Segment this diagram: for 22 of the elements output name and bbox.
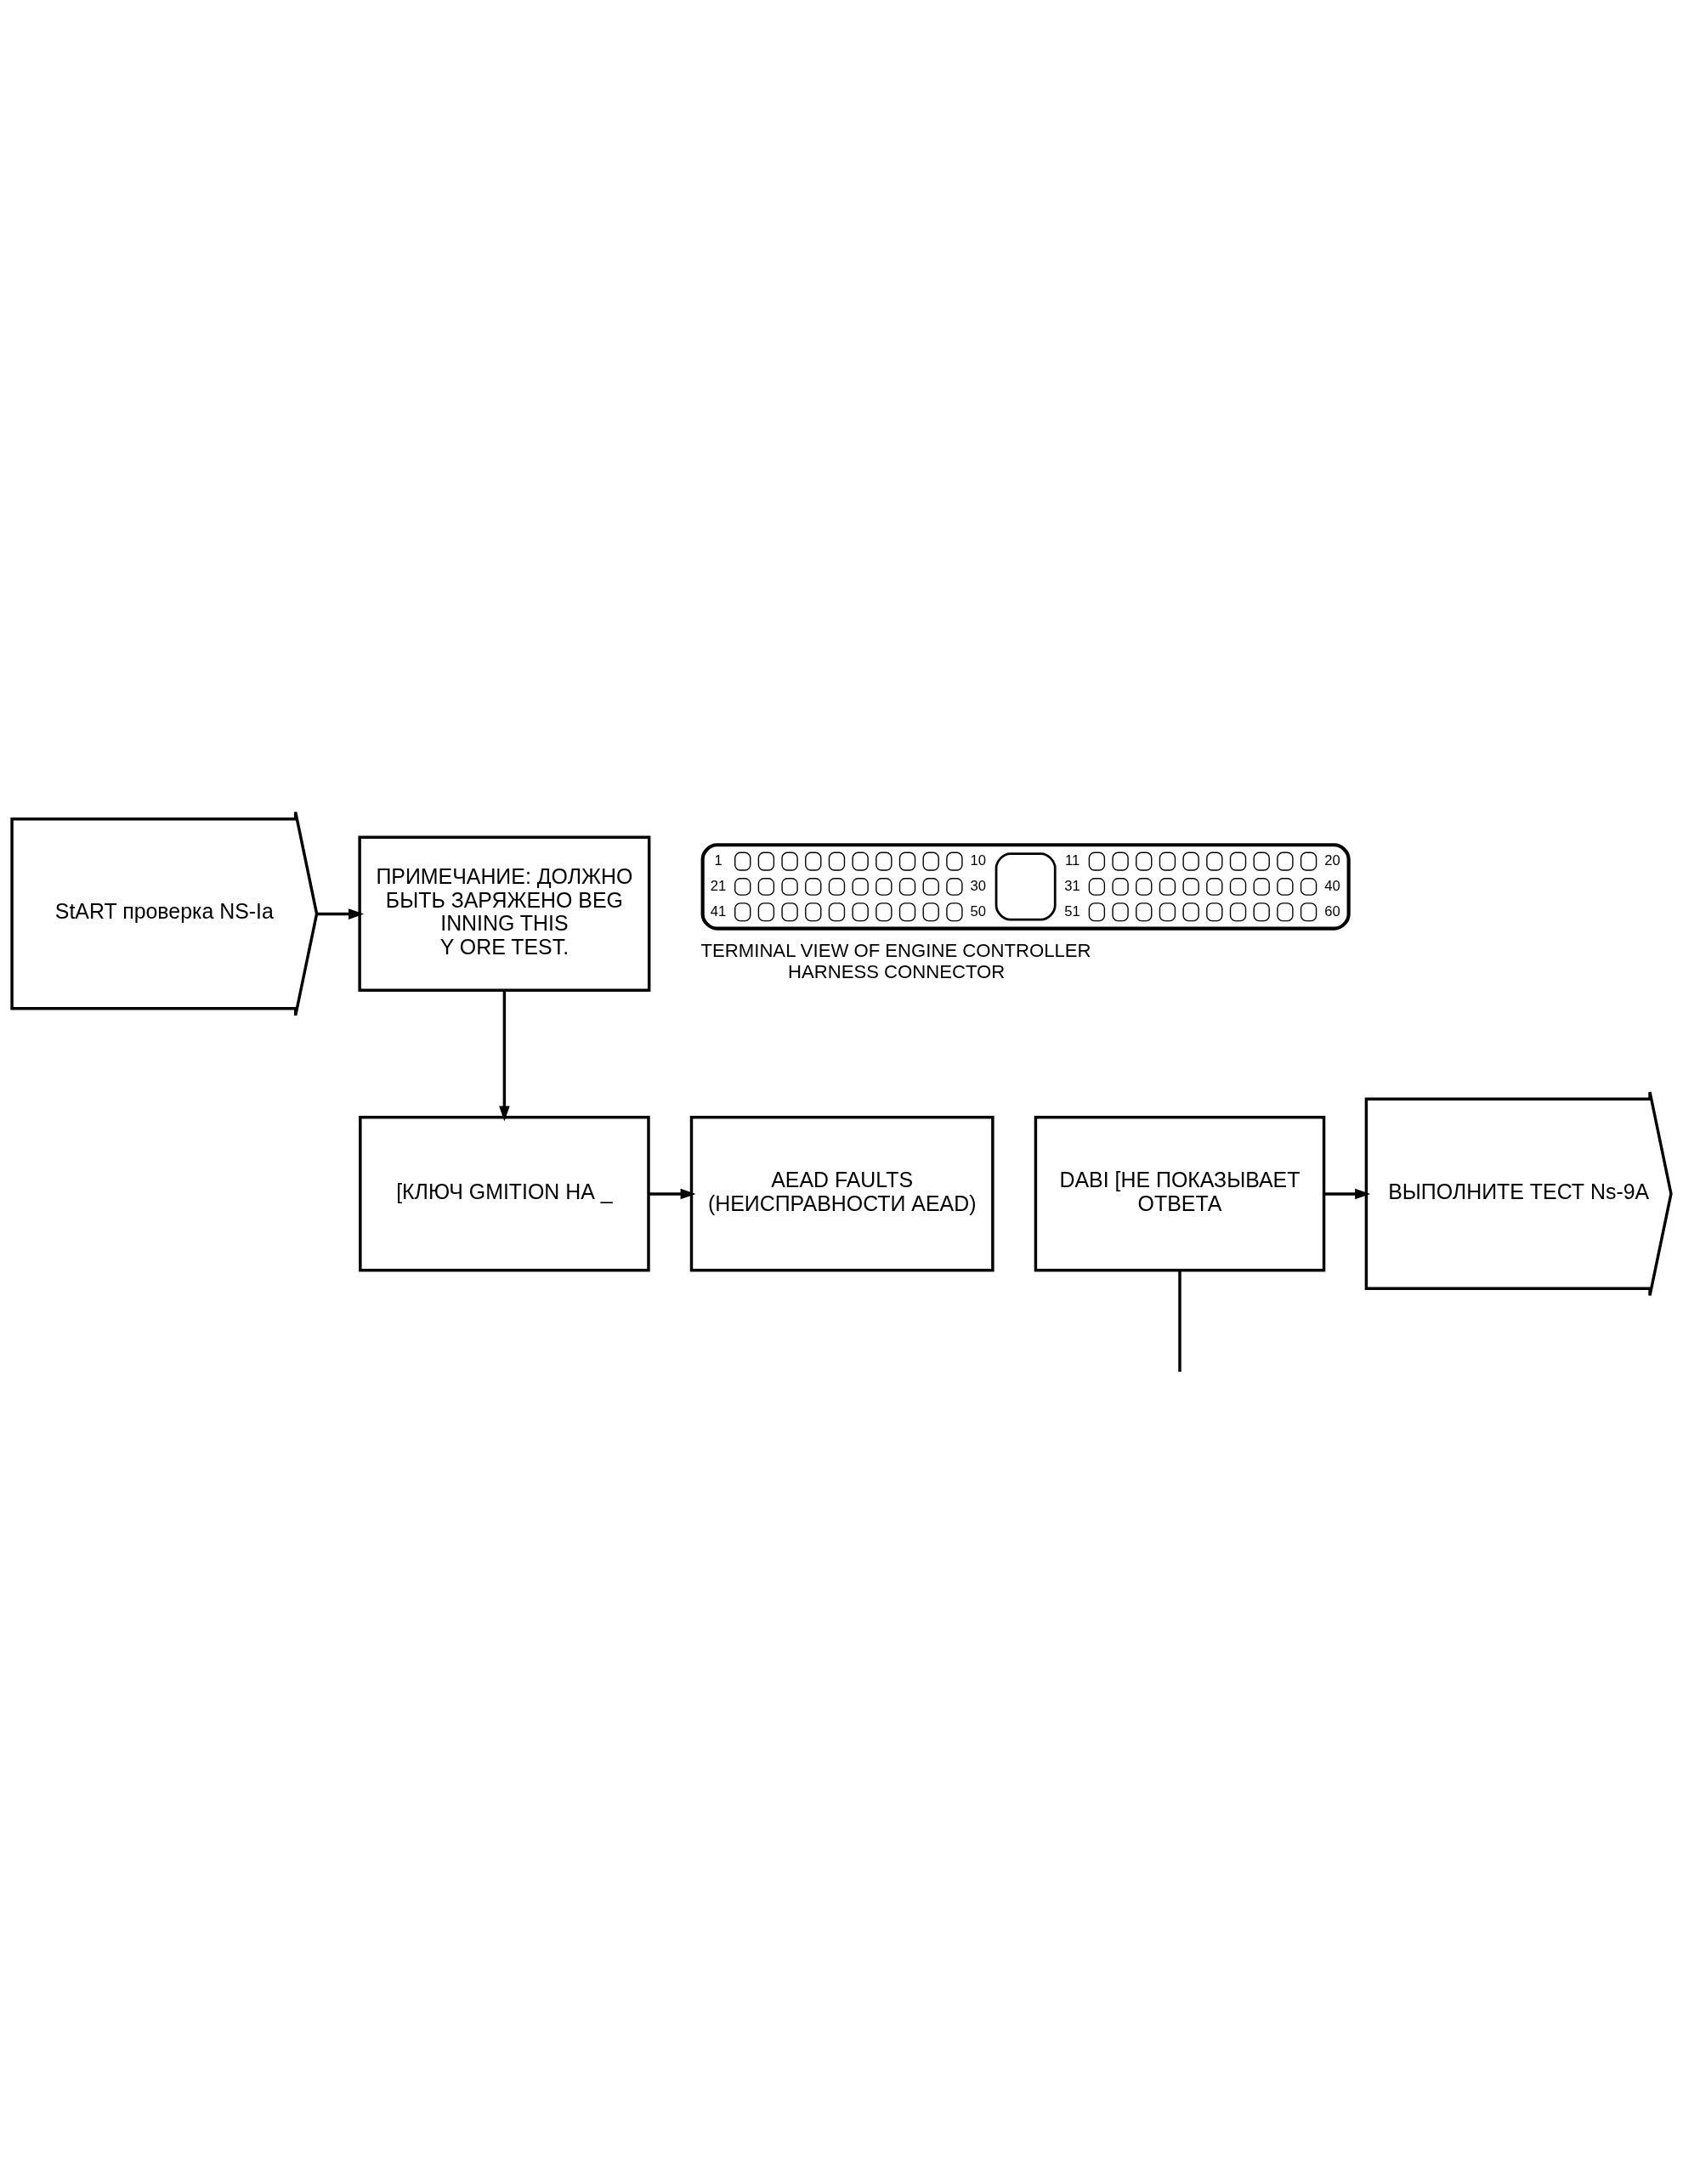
label: 50 [970,902,987,919]
label: 60 [1324,902,1340,919]
connector [1178,1270,1182,1372]
label: 11 [1065,852,1080,869]
node-box: AEAD FAULTS (НЕИСПРАВНОСТИ AEAD) [689,1115,994,1271]
arrow [649,1188,696,1199]
label: 1 [714,852,722,869]
node-box: [КЛЮЧ GMITION НА _ [359,1115,650,1271]
label: TERMINAL VIEW OF ENGINE CONTROLLER HARNESS CONNECTOR [700,939,1091,982]
arrow [499,989,510,1121]
arrow [316,908,365,919]
arrow [1323,1188,1371,1199]
node-box: DABI [НЕ ПОКАЗЫВАЕТ ОТВЕТА [1034,1115,1326,1271]
label: 51 [1064,902,1080,919]
label: 20 [1324,852,1340,869]
label: 41 [710,902,727,919]
node-box: ПРИМЕЧАНИЕ: ДОЛЖНО БЫТЬ ЗАРЯЖЕНО BEG INNING THIS Y ORE TEST. [358,835,651,992]
label: 31 [1064,877,1080,894]
label: 40 [1324,877,1340,894]
label: 30 [970,877,987,894]
label: 21 [710,877,727,894]
label: 10 [970,852,987,869]
